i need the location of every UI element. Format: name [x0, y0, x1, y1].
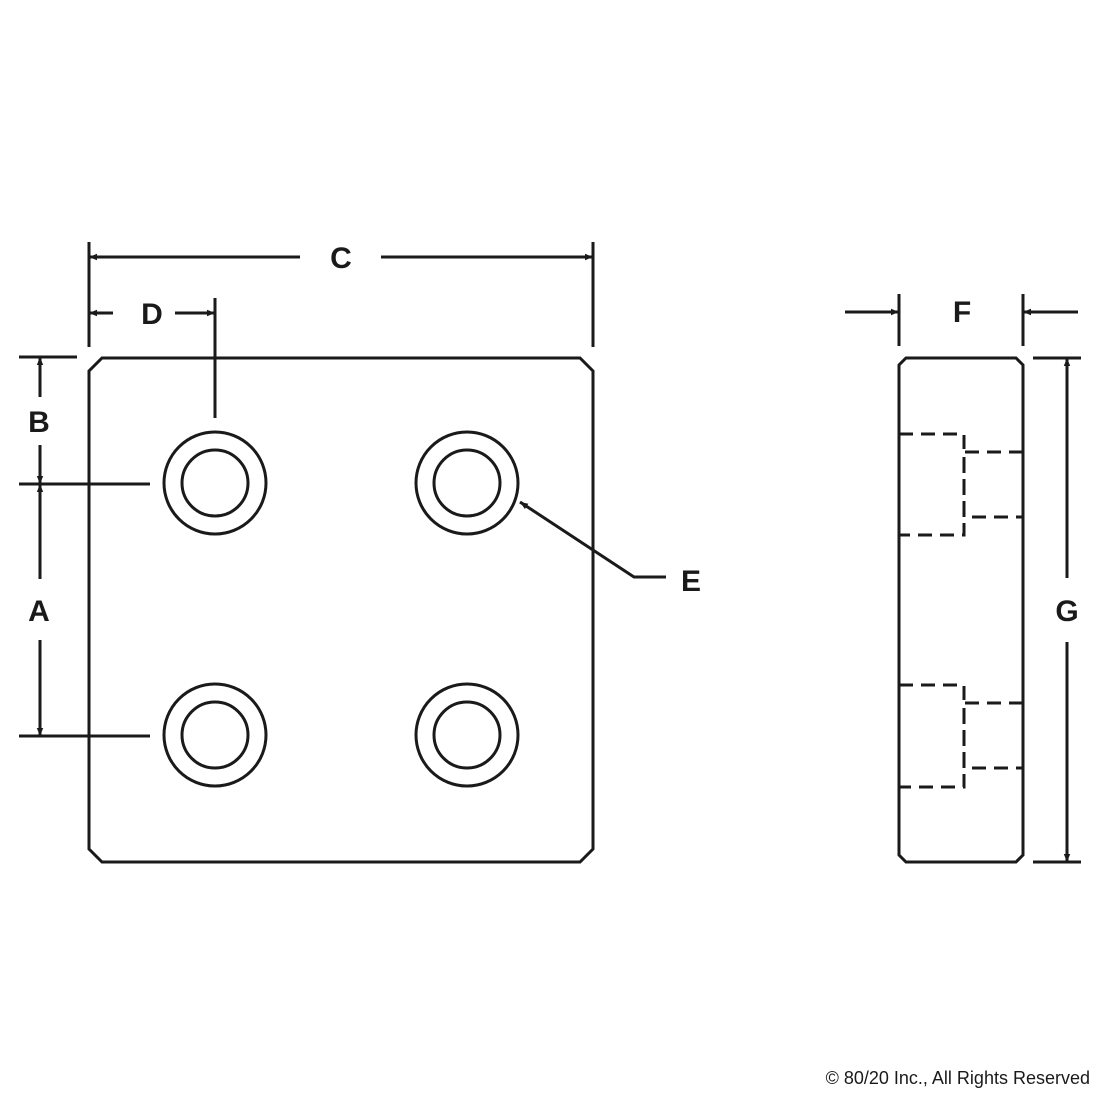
copyright-notice: © 80/20 Inc., All Rights Reserved — [825, 1068, 1090, 1088]
label-b: B — [28, 406, 50, 439]
dimension-c — [87, 242, 595, 347]
label-a: A — [28, 595, 50, 628]
hole-top-right — [414, 430, 520, 536]
label-e: E — [681, 565, 701, 598]
dimension-d — [89, 298, 217, 418]
hidden-counterbore-top — [899, 432, 1023, 537]
hole-bottom-right — [414, 682, 520, 788]
hole-top-left — [162, 430, 268, 536]
side-view-outline — [897, 356, 1025, 864]
hidden-counterbore-bottom — [899, 683, 1023, 789]
hole-bottom-left — [162, 682, 268, 788]
front-view-outline — [87, 356, 595, 864]
label-c: C — [330, 242, 352, 275]
dimension-f — [845, 294, 1078, 346]
label-g: G — [1055, 595, 1078, 628]
callout-e — [519, 500, 666, 579]
dimension-a — [19, 484, 150, 738]
dimension-g — [1033, 356, 1081, 864]
label-d: D — [141, 298, 163, 331]
label-f: F — [953, 296, 971, 329]
